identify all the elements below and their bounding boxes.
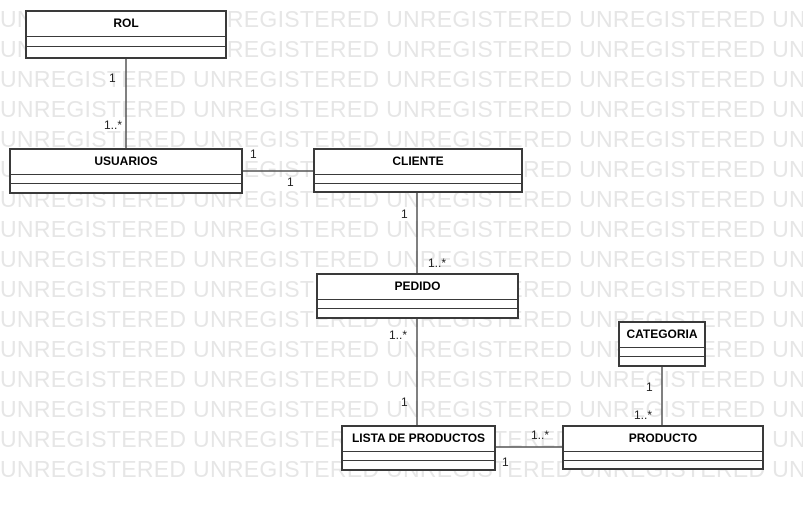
class-categoria-attributes (620, 348, 704, 357)
class-usuarios-attributes (11, 175, 241, 184)
mult-categoria-producto-categoria-end: 1 (646, 380, 653, 394)
mult-cliente-pedido-pedido-end: 1..* (428, 256, 447, 270)
mult-rol-usuarios-rol-end: 1 (109, 71, 116, 85)
class-rol[interactable]: ROL (25, 10, 227, 59)
mult-pedido-lista-pedido-end: 1..* (389, 328, 408, 342)
class-lista-de-productos-attributes (343, 452, 494, 461)
class-producto-name: PRODUCTO (564, 427, 762, 452)
class-rol-name: ROL (27, 12, 225, 37)
mult-lista-producto-lista-end: 1 (502, 455, 509, 469)
class-categoria-name: CATEGORIA (620, 323, 704, 348)
class-pedido-attributes (318, 300, 517, 309)
class-rol-attributes (27, 37, 225, 47)
class-lista-de-productos[interactable]: LISTA DE PRODUCTOS (341, 425, 496, 471)
mult-lista-producto-producto-end: 1..* (531, 428, 550, 442)
class-lista-de-productos-name: LISTA DE PRODUCTOS (343, 427, 494, 452)
class-pedido[interactable]: PEDIDO (316, 273, 519, 319)
class-producto-attributes (564, 452, 762, 461)
class-cliente[interactable]: CLIENTE (313, 148, 523, 193)
class-usuarios-name: USUARIOS (11, 150, 241, 175)
mult-categoria-producto-producto-end: 1..* (634, 408, 653, 422)
mult-cliente-pedido-cliente-end: 1 (401, 207, 408, 221)
class-cliente-attributes (315, 175, 521, 184)
mult-rol-usuarios-usuarios-end: 1..* (104, 118, 123, 132)
mult-pedido-lista-lista-end: 1 (401, 395, 408, 409)
class-categoria[interactable]: CATEGORIA (618, 321, 706, 367)
class-cliente-name: CLIENTE (315, 150, 521, 175)
mult-usuarios-cliente-usuarios-end: 1 (250, 147, 257, 161)
class-usuarios[interactable]: USUARIOS (9, 148, 243, 194)
class-pedido-name: PEDIDO (318, 275, 517, 300)
class-producto[interactable]: PRODUCTO (562, 425, 764, 470)
mult-usuarios-cliente-cliente-end: 1 (287, 175, 294, 189)
